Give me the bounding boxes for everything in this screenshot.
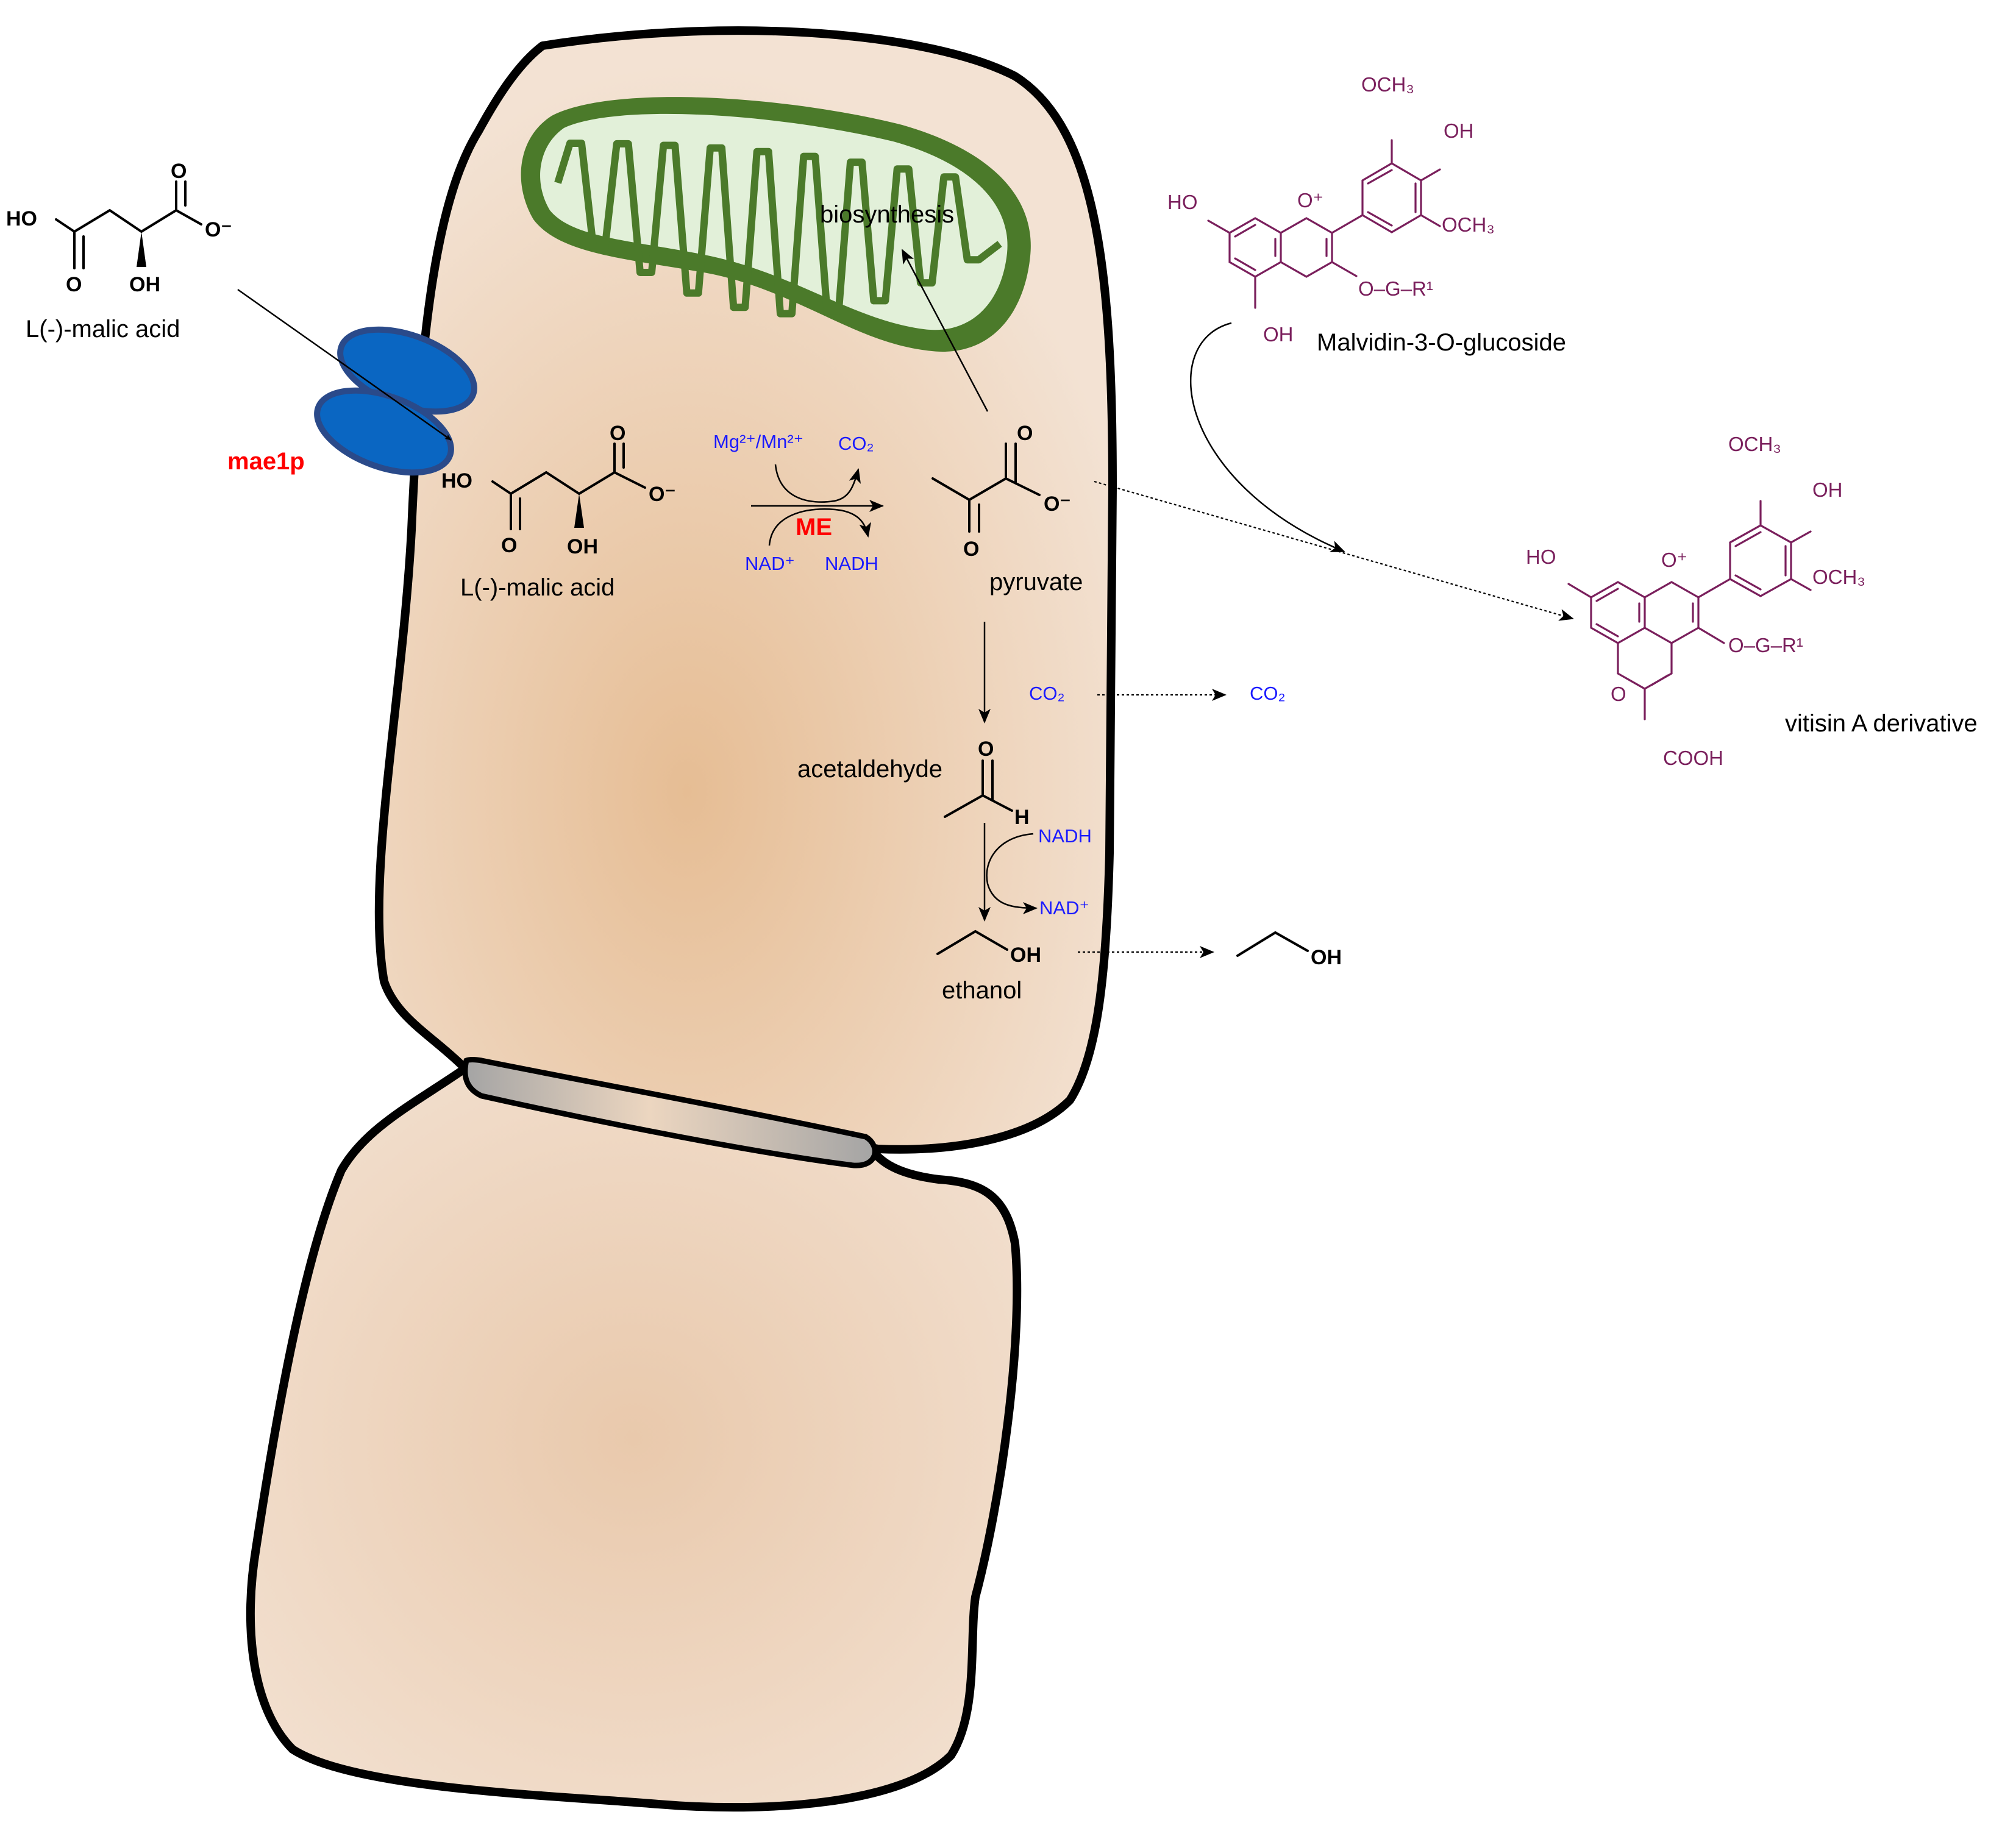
cristae: [554, 140, 1002, 318]
vitisin-oh: OH: [1812, 478, 1843, 501]
internal-oh: OH: [567, 535, 598, 558]
internal-o-left: O: [501, 534, 517, 557]
mg-mn-cofactor: Mg²⁺/Mn²⁺: [713, 431, 803, 452]
acetaldehyde: O H acetaldehyde: [797, 738, 1030, 829]
biosynthesis-arrow: [901, 249, 989, 412]
nadh-label: NADH: [825, 553, 878, 574]
internal-o-minus: O⁻: [649, 483, 675, 506]
transporter-icon: [314, 326, 477, 476]
malvidin-label: Malvidin-3-O-glucoside: [1317, 329, 1566, 356]
vitisin-ogr: O–G–R¹: [1728, 634, 1803, 656]
malvidin-structure: HO O⁺ OCH₃ OH OCH₃ O–G–R¹ OH Malvidin-3-…: [1167, 73, 1566, 356]
pyruvate-o-minus: O⁻: [1044, 492, 1070, 516]
internal-ho: HO: [441, 469, 472, 492]
malic-enzyme-step: Mg²⁺/Mn²⁺ CO₂ ME NAD⁺ NADH: [713, 431, 884, 574]
internal-o-right: O: [610, 422, 625, 445]
malvidin-o-plus: O⁺: [1297, 189, 1323, 212]
transporter-label: mae1p: [227, 448, 305, 475]
co2-released-label: CO₂: [838, 433, 874, 454]
pyruvate-to-vitisin-arrow: [1094, 480, 1574, 621]
mitochondrion-icon: [521, 97, 1031, 352]
malvidin-ho: HO: [1167, 191, 1198, 213]
vitisin-cooh: COOH: [1663, 747, 1723, 769]
external-malic-acid-label: L(-)-malic acid: [26, 316, 180, 343]
vitisin-och3-right: OCH₃: [1812, 566, 1865, 588]
malvidin-oh: OH: [1444, 119, 1474, 142]
co2-outside-label: CO₂: [1250, 683, 1286, 704]
uptake-arrow: [237, 288, 452, 441]
nadh-2-label: NADH: [1038, 825, 1092, 847]
ethanol-outside: OH: [1236, 931, 1342, 969]
pyruvate-o-bottom: O: [963, 538, 979, 561]
biosynthesis-label: biosynthesis: [820, 201, 954, 228]
internal-malic-acid-label: L(-)-malic acid: [460, 574, 614, 601]
external-o-right: O: [171, 160, 187, 183]
septum: [462, 1057, 878, 1168]
internal-malic-acid: HO O O O⁻ OH L(-)-malic acid: [441, 422, 675, 601]
vitisin-label: vitisin A derivative: [1785, 710, 1978, 737]
external-oh: OH: [129, 273, 160, 296]
nad-plus-label: NAD⁺: [745, 553, 795, 574]
vitisin-structure: HO O⁺ OCH₃ OH OCH₃ O–G–R¹ O COOH vitisin…: [1526, 433, 1978, 769]
vitisin-och3-top: OCH₃: [1728, 433, 1781, 455]
pyruvate-label: pyruvate: [989, 569, 1083, 595]
co2-inside-label: CO₂: [1029, 683, 1065, 704]
vitisin-o-plus: O⁺: [1661, 549, 1687, 571]
ethanol-oh: OH: [1010, 944, 1041, 967]
external-o-left: O: [66, 273, 82, 296]
reduction-step: NADH NAD⁺: [978, 823, 1092, 922]
malic-enzyme-label: ME: [796, 514, 832, 541]
vitisin-ho: HO: [1526, 546, 1556, 568]
malvidin-ogr: O–G–R¹: [1358, 277, 1433, 300]
malvidin-och3-top: OCH₃: [1361, 73, 1414, 96]
ethanol-outside-oh: OH: [1311, 946, 1342, 969]
malvidin-oh-bottom: OH: [1263, 323, 1294, 346]
acetaldehyde-label: acetaldehyde: [797, 756, 942, 783]
external-ho: HO: [6, 207, 37, 230]
acetaldehyde-h: H: [1014, 806, 1030, 829]
acetaldehyde-o: O: [978, 738, 994, 761]
vitisin-o-ring: O: [1611, 683, 1626, 705]
pyruvate: O O⁻ O pyruvate: [931, 422, 1083, 595]
pyruvate-o-top: O: [1017, 422, 1033, 445]
lower-cell-body: [246, 1065, 1022, 1812]
external-malic-acid: HO O O O⁻ OH L(-)-malic acid: [6, 160, 232, 343]
external-o-minus: O⁻: [205, 218, 232, 241]
malvidin-to-vitisin-arrow: [1189, 322, 1345, 553]
ethanol: OH ethanol: [936, 930, 1041, 1004]
ethanol-label: ethanol: [942, 977, 1022, 1004]
nad-plus-2-label: NAD⁺: [1039, 897, 1089, 919]
malvidin-och3-right: OCH₃: [1442, 213, 1495, 236]
